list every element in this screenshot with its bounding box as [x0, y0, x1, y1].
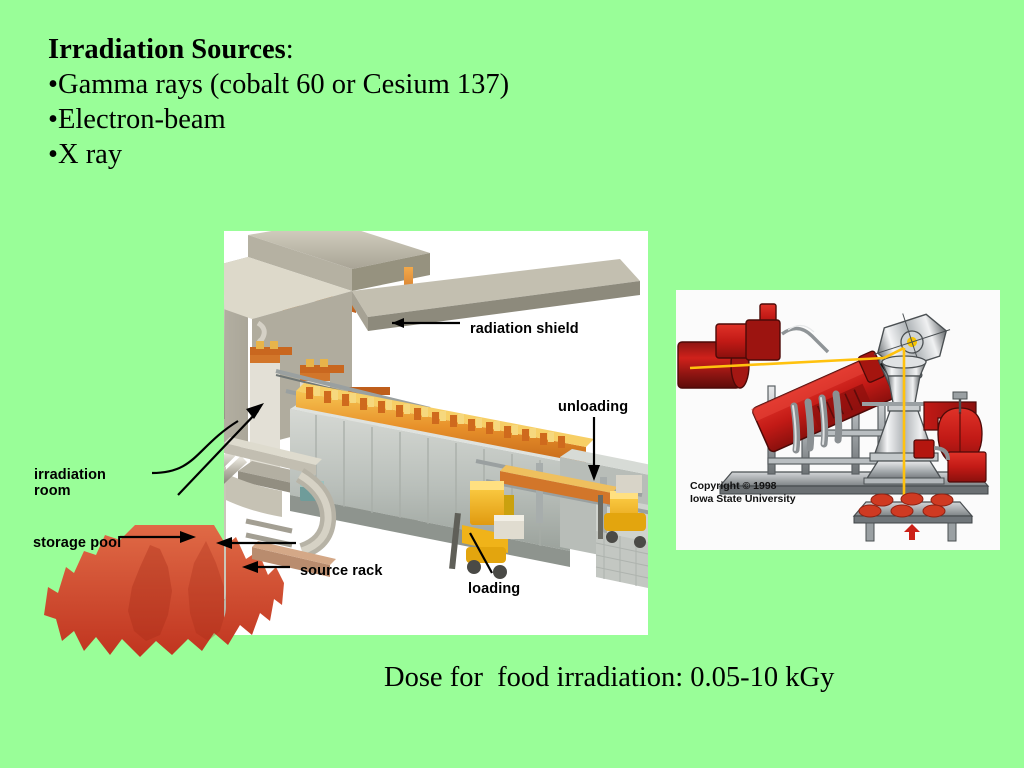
bullet-text-3: X ray — [57, 139, 123, 170]
label-irradiation-room-line2: room — [34, 483, 71, 499]
text-block: Irradiation Sources: •Gamma rays (cobalt… — [48, 32, 708, 172]
label-source-rack: source rack — [300, 563, 383, 579]
bullet-item-1: •Gamma rays (cobalt 60 or Cesium 137) — [48, 67, 708, 102]
bullet-item-2: •Electron-beam — [48, 102, 708, 137]
label-loading: loading — [468, 581, 521, 597]
copyright-line-1: Copyright © 1998 — [690, 480, 777, 492]
bullet-item-3: •X ray — [48, 137, 708, 172]
bullet-text-1: Gamma rays (cobalt 60 or Cesium 137) — [57, 69, 510, 100]
callout-leaders — [120, 318, 600, 574]
bullet-glyph: • — [48, 104, 58, 135]
forklift-unloading — [598, 491, 646, 548]
label-storage-pool: storage pool — [33, 535, 122, 551]
heading-text: Irradiation Sources — [48, 34, 286, 65]
bullet-glyph: • — [48, 139, 58, 170]
bullet-glyph: • — [48, 69, 58, 100]
heading-colon: : — [285, 34, 294, 65]
copyright-line-2: Iowa State University — [690, 492, 796, 505]
ebeam-figure-panel: . Copyright © 1998 Iowa State University — [676, 290, 1000, 550]
page-title: Irradiation Sources: — [48, 32, 708, 67]
beam-line — [689, 346, 906, 512]
label-unloading: unloading — [558, 399, 629, 415]
product-conveyor — [852, 492, 974, 542]
electron-beam-figure: . — [676, 290, 1000, 550]
gamma-irradiator-figure — [0, 195, 680, 665]
copyright-notice: Copyright © 1998 Iowa State University — [690, 480, 796, 505]
dose-caption: Dose for food irradiation: 0.05-10 kGy — [384, 662, 835, 693]
storage-pool — [224, 465, 226, 618]
label-irradiation-room-line1: irradiation — [34, 467, 106, 483]
bullet-text-2: Electron-beam — [57, 104, 226, 135]
label-radiation-shield: radiation shield — [470, 321, 579, 337]
